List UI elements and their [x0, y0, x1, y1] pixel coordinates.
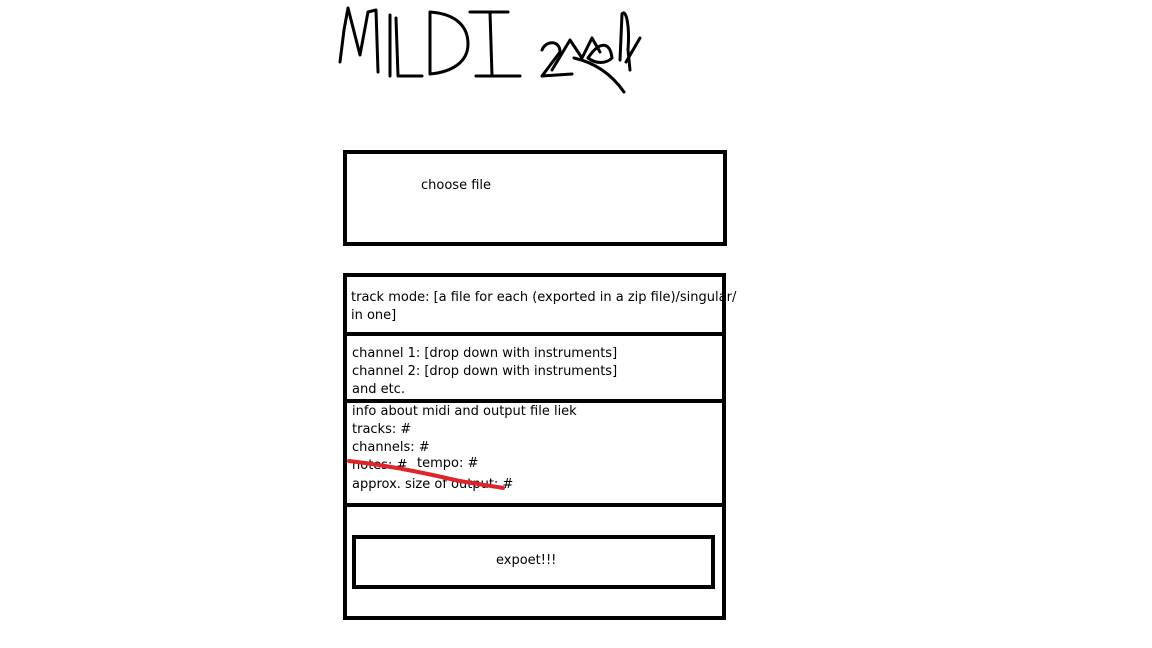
divider: [343, 503, 726, 507]
choose-file-box[interactable]: [343, 150, 727, 246]
track-mode-line1[interactable]: track mode: [a file for each (exported i…: [351, 290, 737, 305]
divider: [343, 332, 726, 336]
divider: [343, 399, 726, 403]
channel-etc-note: and etc.: [352, 382, 405, 397]
export-button[interactable]: [352, 535, 715, 589]
info-tracks: tracks: #: [352, 422, 412, 437]
track-mode-line2[interactable]: in one]: [351, 308, 397, 323]
choose-file-label[interactable]: choose file: [421, 178, 491, 193]
info-tempo: tempo: #: [417, 456, 479, 471]
midi-logo: [338, 6, 642, 94]
info-channels: channels: #: [352, 440, 430, 455]
info-output-size: approx. size of output: #: [352, 477, 514, 492]
channel-1-row[interactable]: channel 1: [drop down with instruments]: [352, 346, 618, 361]
export-button-label[interactable]: expoet!!!: [496, 553, 557, 568]
channel-2-row[interactable]: channel 2: [drop down with instruments]: [352, 364, 618, 379]
info-heading: info about midi and output file liek: [352, 404, 577, 419]
strikethrough-mark: [347, 459, 505, 490]
